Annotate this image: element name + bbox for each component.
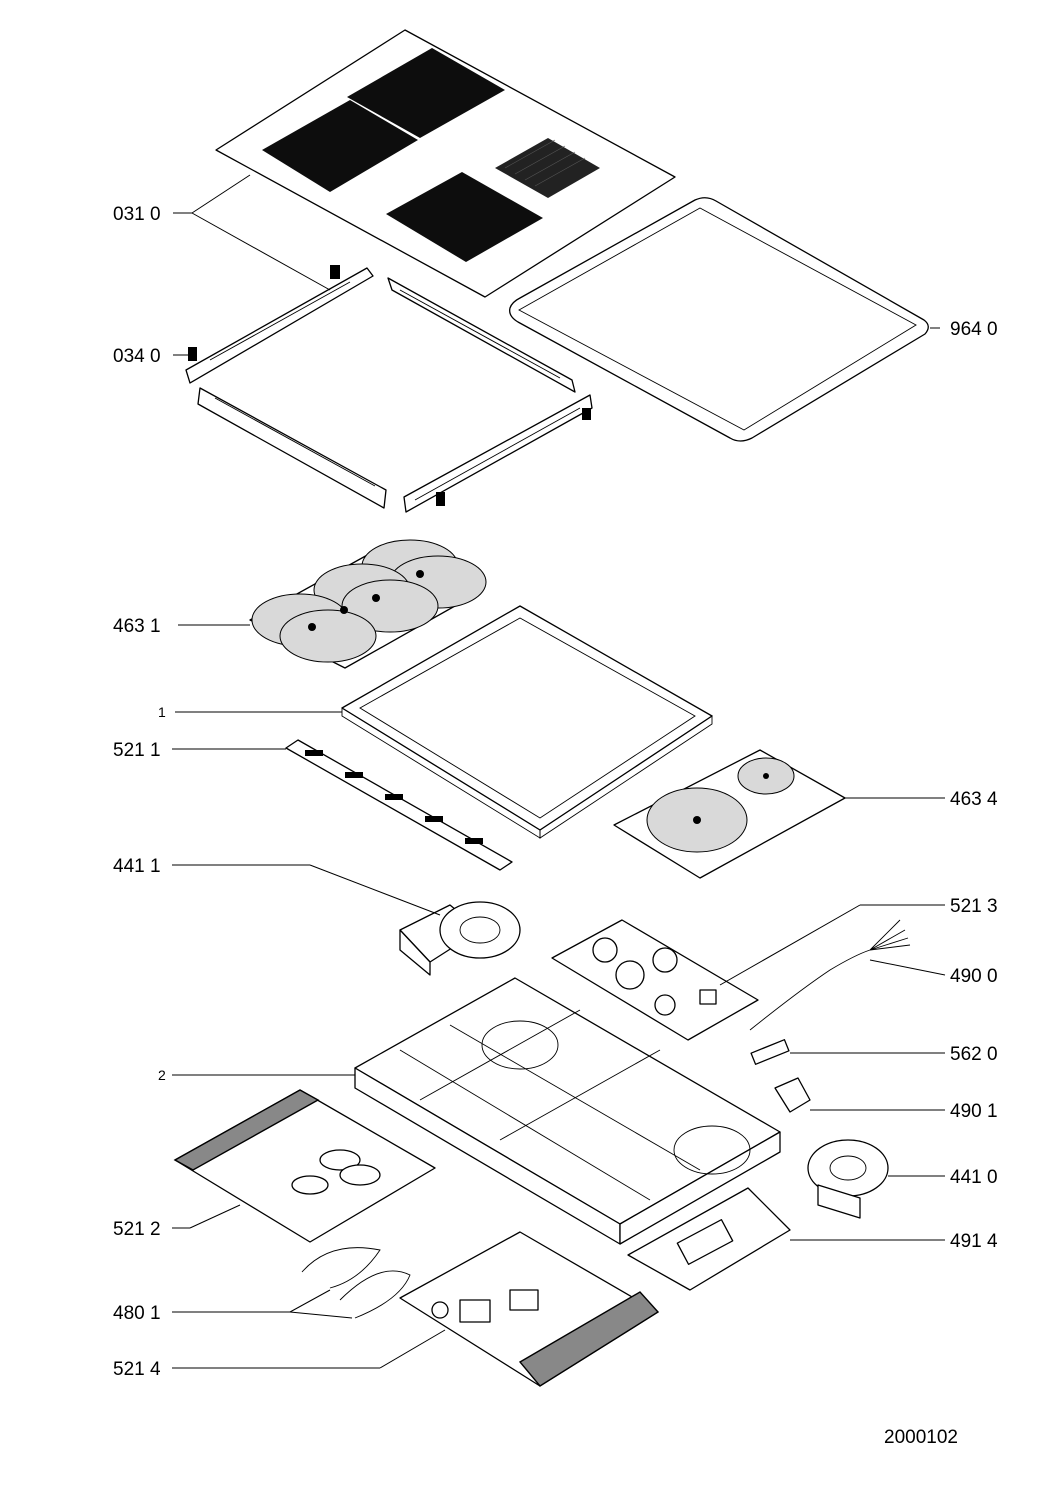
base-housing-part (354, 977, 781, 1245)
callout-521-4: 521 4 (113, 1359, 161, 1380)
callout-441-1: 441 1 (113, 856, 161, 877)
callout-463-4: 463 4 (950, 789, 998, 810)
callout-480-1: 480 1 (113, 1303, 161, 1324)
inverter-board-right-part (399, 1231, 660, 1387)
callout-521-3: 521 3 (950, 896, 998, 917)
inverter-board-left-part (173, 1089, 436, 1243)
power-cable-part (749, 919, 911, 1031)
fuse-part (750, 1039, 790, 1065)
callout-964-0: 964 0 (950, 319, 998, 340)
control-strip-part (285, 739, 513, 871)
cooling-fan-right-part (807, 1139, 889, 1219)
frame-rails-part (185, 265, 593, 513)
induction-coil-plate-part (249, 539, 487, 669)
support-frame-part (341, 605, 713, 839)
callout-463-1: 463 1 (113, 616, 161, 637)
callout-034-0: 034 0 (113, 346, 161, 367)
callout-441-0: 441 0 (950, 1167, 998, 1188)
wire-harness-part (301, 1247, 411, 1319)
cable-holder-part (774, 1077, 811, 1113)
callout-490-0: 490 0 (950, 966, 998, 987)
document-id: 2000102 (884, 1427, 958, 1448)
callout-521-1: 521 1 (113, 740, 161, 761)
callout-562-0: 562 0 (950, 1044, 998, 1065)
mounting-bracket-part (627, 1187, 791, 1291)
callout-2: 2 (158, 1067, 166, 1083)
callout-031-0: 031 0 (113, 204, 161, 225)
callout-521-2: 521 2 (113, 1219, 161, 1240)
leader-lines (172, 174, 946, 1369)
glass-top-part (215, 29, 676, 298)
callout-labels: 031 0 034 0 964 0 463 1 1 521 1 463 4 44… (113, 204, 998, 1380)
callout-490-1: 490 1 (950, 1101, 998, 1122)
power-board-part (551, 919, 759, 1041)
cooling-fan-part (399, 901, 521, 976)
gasket-seal-part (509, 197, 929, 442)
callout-491-4: 491 4 (950, 1231, 998, 1252)
callout-1: 1 (158, 704, 166, 720)
induction-coil-plate-small-part (613, 749, 846, 879)
